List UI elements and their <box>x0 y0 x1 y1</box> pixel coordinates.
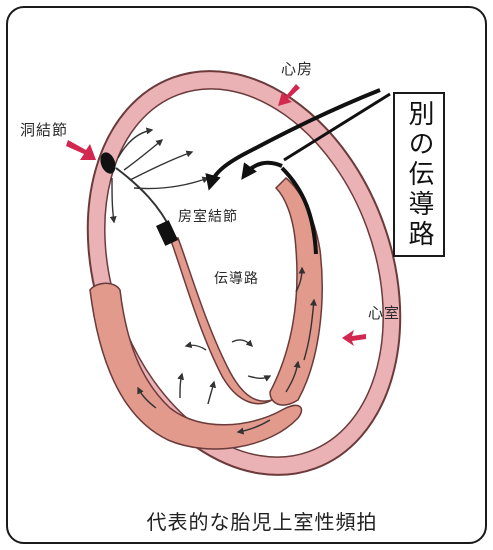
accessory-pathway-box: 別の伝導路 <box>393 92 445 257</box>
atrium-label: 心房 <box>281 58 313 79</box>
accessory-pathway-label: 別の伝導路 <box>406 100 432 250</box>
av-node-label: 房室結節 <box>178 206 238 226</box>
conduction-path-label: 伝導路 <box>214 268 259 288</box>
sa-node-label: 洞結節 <box>20 119 68 140</box>
figure-caption: 代表的な胎児上室性頻拍 <box>92 506 432 535</box>
ventricle-label: 心室 <box>368 302 400 323</box>
